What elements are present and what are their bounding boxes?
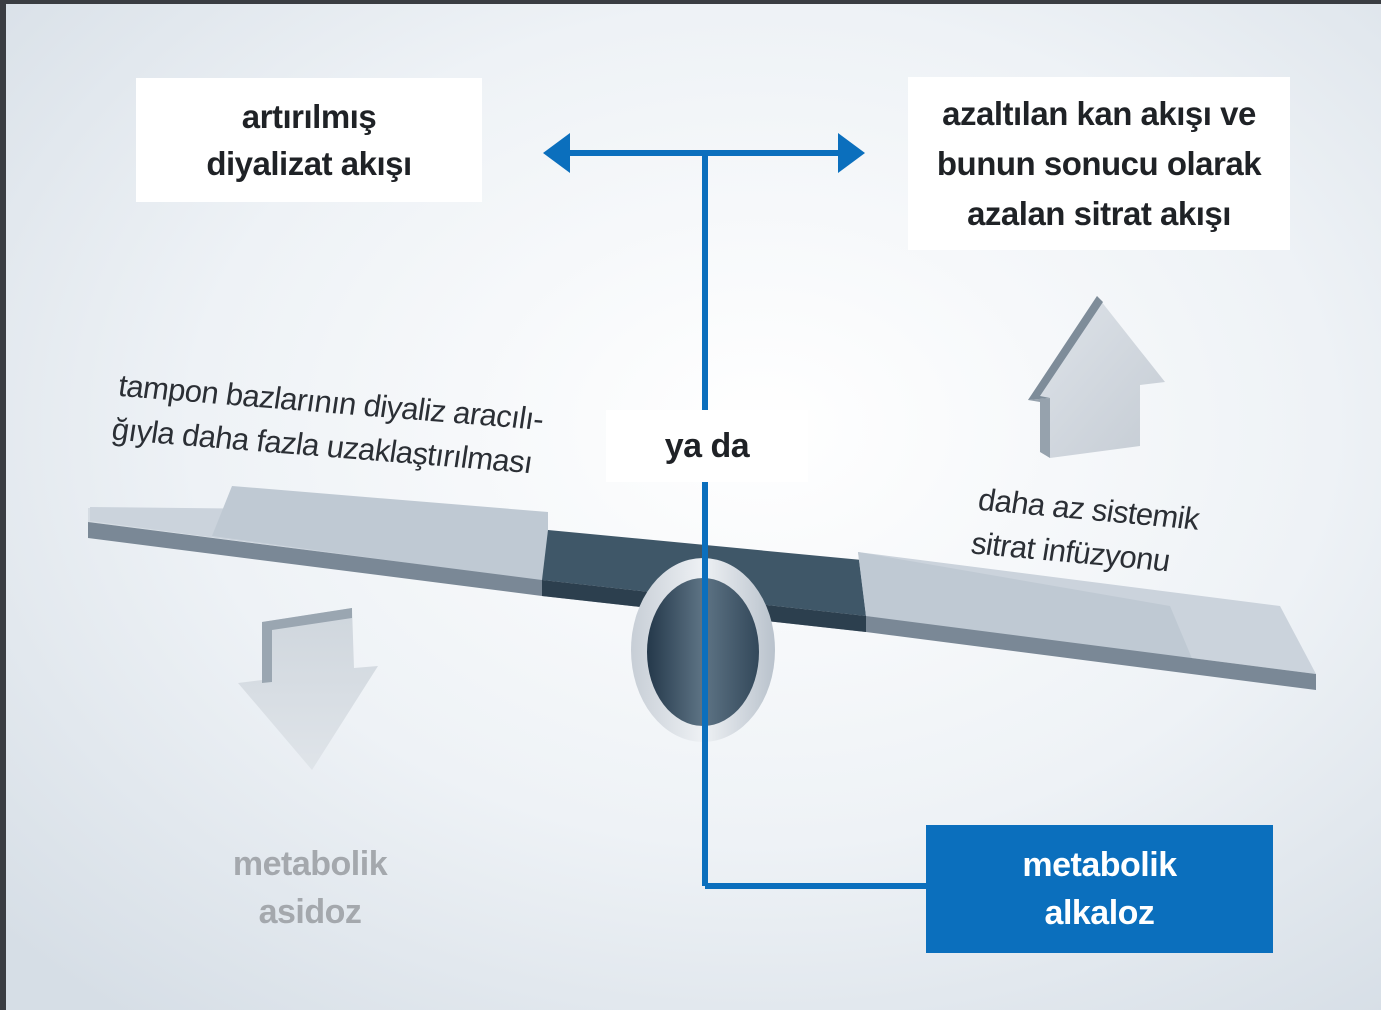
- metabolic-acidosis-label: metabolik asidoz: [190, 838, 430, 938]
- or-label: ya da: [664, 426, 750, 465]
- text-line: metabolik: [232, 845, 388, 883]
- connector-lines: [563, 150, 928, 889]
- or-label-box: ya da: [606, 410, 808, 482]
- left-arrowhead-icon: [543, 133, 570, 173]
- box-line: azalan sitrat akışı: [967, 194, 1231, 232]
- up-arrow-icon: [1028, 296, 1165, 458]
- box-line: alkaloz: [1044, 894, 1155, 932]
- metabolic-alkalosis-box: metabolik alkaloz: [926, 825, 1273, 953]
- box-line: metabolik: [1022, 846, 1177, 884]
- box-line: azaltılan kan akışı ve: [942, 94, 1256, 132]
- right-arrowhead-icon: [838, 133, 865, 173]
- increased-dialysate-flow-box: artırılmış diyalizat akışı: [136, 78, 482, 202]
- box-line: diyalizat akışı: [206, 145, 412, 182]
- reduced-blood-flow-box: azaltılan kan akışı ve bunun sonucu olar…: [908, 77, 1290, 250]
- down-arrow-icon: [238, 608, 378, 770]
- box-line: artırılmış: [241, 98, 377, 135]
- box-line: bunun sonucu olarak: [936, 144, 1262, 182]
- text-line: asidoz: [258, 893, 362, 931]
